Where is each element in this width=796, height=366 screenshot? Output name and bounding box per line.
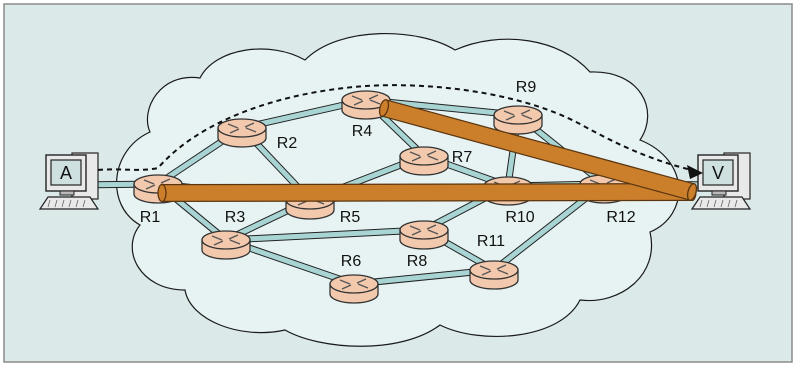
host-v: V — [690, 152, 752, 210]
router-r3: R3 — [201, 209, 251, 260]
router-icon — [399, 146, 449, 176]
router-r7: R7 — [399, 146, 473, 176]
router-r6: R6 — [329, 253, 379, 304]
router-icon — [469, 260, 519, 290]
router-r11-label: R11 — [477, 233, 505, 250]
router-r5-label: R5 — [340, 209, 361, 226]
router-icon — [341, 90, 391, 120]
router-r10-label: R10 — [505, 209, 534, 226]
router-r4-label: R4 — [352, 123, 373, 140]
host-a-label: A — [60, 163, 72, 183]
router-r12-label: R12 — [606, 209, 635, 226]
router-r1: R1 — [133, 174, 183, 226]
router-r9: R9 — [493, 79, 543, 135]
router-icon — [201, 230, 251, 260]
host-v-label: V — [712, 163, 724, 183]
router-r2: R2 — [217, 118, 298, 152]
router-r11: R11 — [469, 233, 519, 290]
router-r6-label: R6 — [341, 253, 362, 270]
tunnel-r1-v — [157, 182, 697, 203]
host-a: A — [38, 152, 100, 210]
router-icon — [329, 274, 379, 304]
router-r1-label: R1 — [140, 209, 161, 226]
router-r9-label: R9 — [516, 79, 537, 96]
router-icon — [493, 105, 543, 135]
computer-icon — [38, 152, 100, 210]
router-r8: R8 — [399, 220, 449, 270]
router-r8-label: R8 — [407, 253, 428, 270]
dashed-path — [97, 84, 701, 173]
tunnels-layer — [157, 99, 698, 203]
router-icon — [399, 220, 449, 250]
link-R3-R8 — [223, 227, 427, 243]
arrowhead — [687, 165, 703, 179]
tunnel-r4-v — [378, 99, 698, 201]
router-r4: R4 — [341, 90, 391, 140]
router-r3-label: R3 — [225, 209, 246, 226]
dashed-arrowhead — [687, 165, 703, 179]
router-r2-label: R2 — [277, 135, 298, 152]
router-r7-label: R7 — [452, 149, 473, 166]
router-icon — [217, 118, 267, 148]
